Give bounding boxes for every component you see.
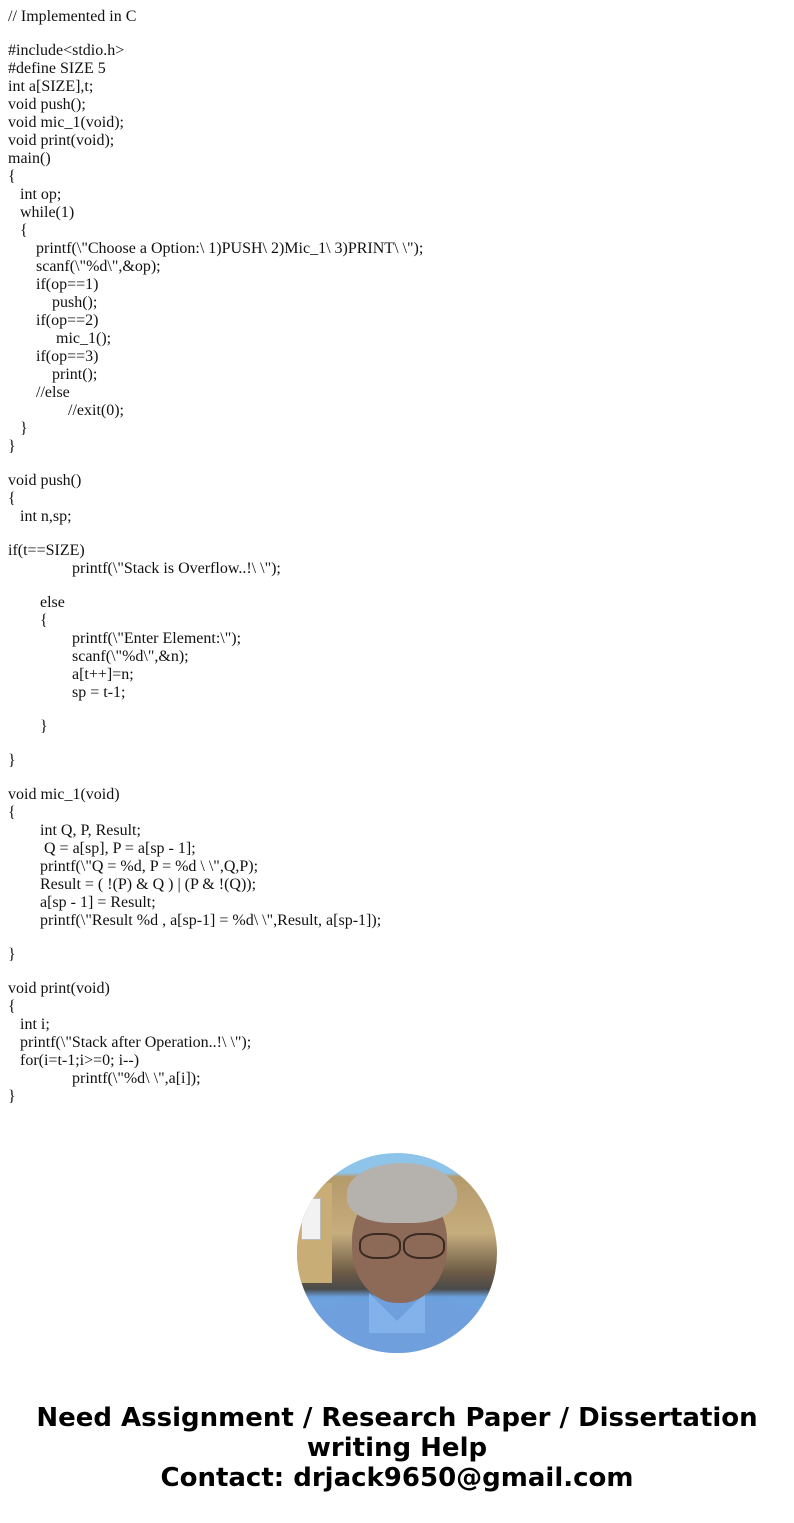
- code-line: if(op==2): [36, 312, 99, 329]
- banner-line-2: writing Help: [306, 1433, 488, 1463]
- switchboard: [301, 1198, 321, 1240]
- glasses-icon: [359, 1233, 401, 1259]
- contact-banner: Need Assignment / Research Paper / Disse…: [0, 1403, 794, 1493]
- code-line: scanf(\"%d\",&n);: [72, 648, 189, 665]
- code-line: void push(): [8, 472, 82, 489]
- code-line: {: [8, 998, 16, 1015]
- code-line: a[sp - 1] = Result;: [40, 894, 156, 911]
- code-line: Result = ( !(P) & Q ) | (P & !(Q));: [40, 876, 257, 893]
- code-line: void print(void);: [8, 132, 115, 149]
- code-line: {: [8, 490, 16, 507]
- code-line: }: [20, 420, 28, 437]
- code-line: sp = t-1;: [72, 684, 126, 701]
- code-line: void mic_1(void): [8, 786, 120, 803]
- code-line: printf(\"%d\ \",a[i]);: [72, 1070, 201, 1087]
- code-line: //else: [36, 384, 70, 401]
- code-line: printf(\"Stack is Overflow..!\ \");: [72, 560, 281, 577]
- code-line: printf(\"Choose a Option:\ 1)PUSH\ 2)Mic…: [36, 240, 424, 257]
- code-line: int n,sp;: [20, 508, 72, 525]
- banner-line-1: Need Assignment / Research Paper / Disse…: [36, 1403, 758, 1433]
- code-line: if(t==SIZE): [8, 542, 85, 559]
- code-line: if(op==3): [36, 348, 99, 365]
- hair: [347, 1163, 457, 1223]
- code-line: Q = a[sp], P = a[sp - 1];: [44, 840, 196, 857]
- code-line: a[t++]=n;: [72, 666, 134, 683]
- code-line: printf(\"Result %d , a[sp-1] = %d\ \",Re…: [40, 912, 382, 929]
- code-line: printf(\"Stack after Operation..!\ \");: [20, 1034, 252, 1051]
- code-line: printf(\"Q = %d, P = %d \ \",Q,P);: [40, 858, 259, 875]
- code-line: while(1): [20, 204, 75, 221]
- code-line: for(i=t-1;i>=0; i--): [20, 1052, 140, 1069]
- author-avatar: [297, 1153, 497, 1353]
- code-line: }: [8, 752, 16, 769]
- code-line: scanf(\"%d\",&op);: [36, 258, 161, 275]
- code-line: {: [20, 222, 28, 239]
- code-line: void push();: [8, 96, 86, 113]
- code-line: {: [8, 804, 16, 821]
- code-line: }: [8, 946, 16, 963]
- code-line: void mic_1(void);: [8, 114, 124, 131]
- code-line: main(): [8, 150, 51, 167]
- code-line: printf(\"Enter Element:\");: [72, 630, 242, 647]
- code-line: {: [40, 612, 48, 629]
- code-line: if(op==1): [36, 276, 99, 293]
- code-line: push();: [52, 294, 98, 311]
- code-line: }: [8, 438, 16, 455]
- code-line: // Implemented in C: [8, 8, 137, 25]
- code-line: else: [40, 594, 65, 611]
- banner-contact-email: Contact: drjack9650@gmail.com: [160, 1463, 634, 1493]
- code-line: #include<stdio.h>: [8, 42, 125, 59]
- code-line: int i;: [20, 1016, 50, 1033]
- code-line: int op;: [20, 186, 62, 203]
- code-line: }: [40, 718, 48, 735]
- code-line: mic_1();: [56, 330, 112, 347]
- code-line: {: [8, 168, 16, 185]
- code-line: }: [8, 1088, 16, 1105]
- code-line: print();: [52, 366, 98, 383]
- code-line: int a[SIZE],t;: [8, 78, 94, 95]
- glasses-icon: [403, 1233, 445, 1259]
- code-line: //exit(0);: [68, 402, 124, 419]
- code-line: void print(void): [8, 980, 110, 997]
- code-line: #define SIZE 5: [8, 60, 106, 77]
- code-line: int Q, P, Result;: [40, 822, 141, 839]
